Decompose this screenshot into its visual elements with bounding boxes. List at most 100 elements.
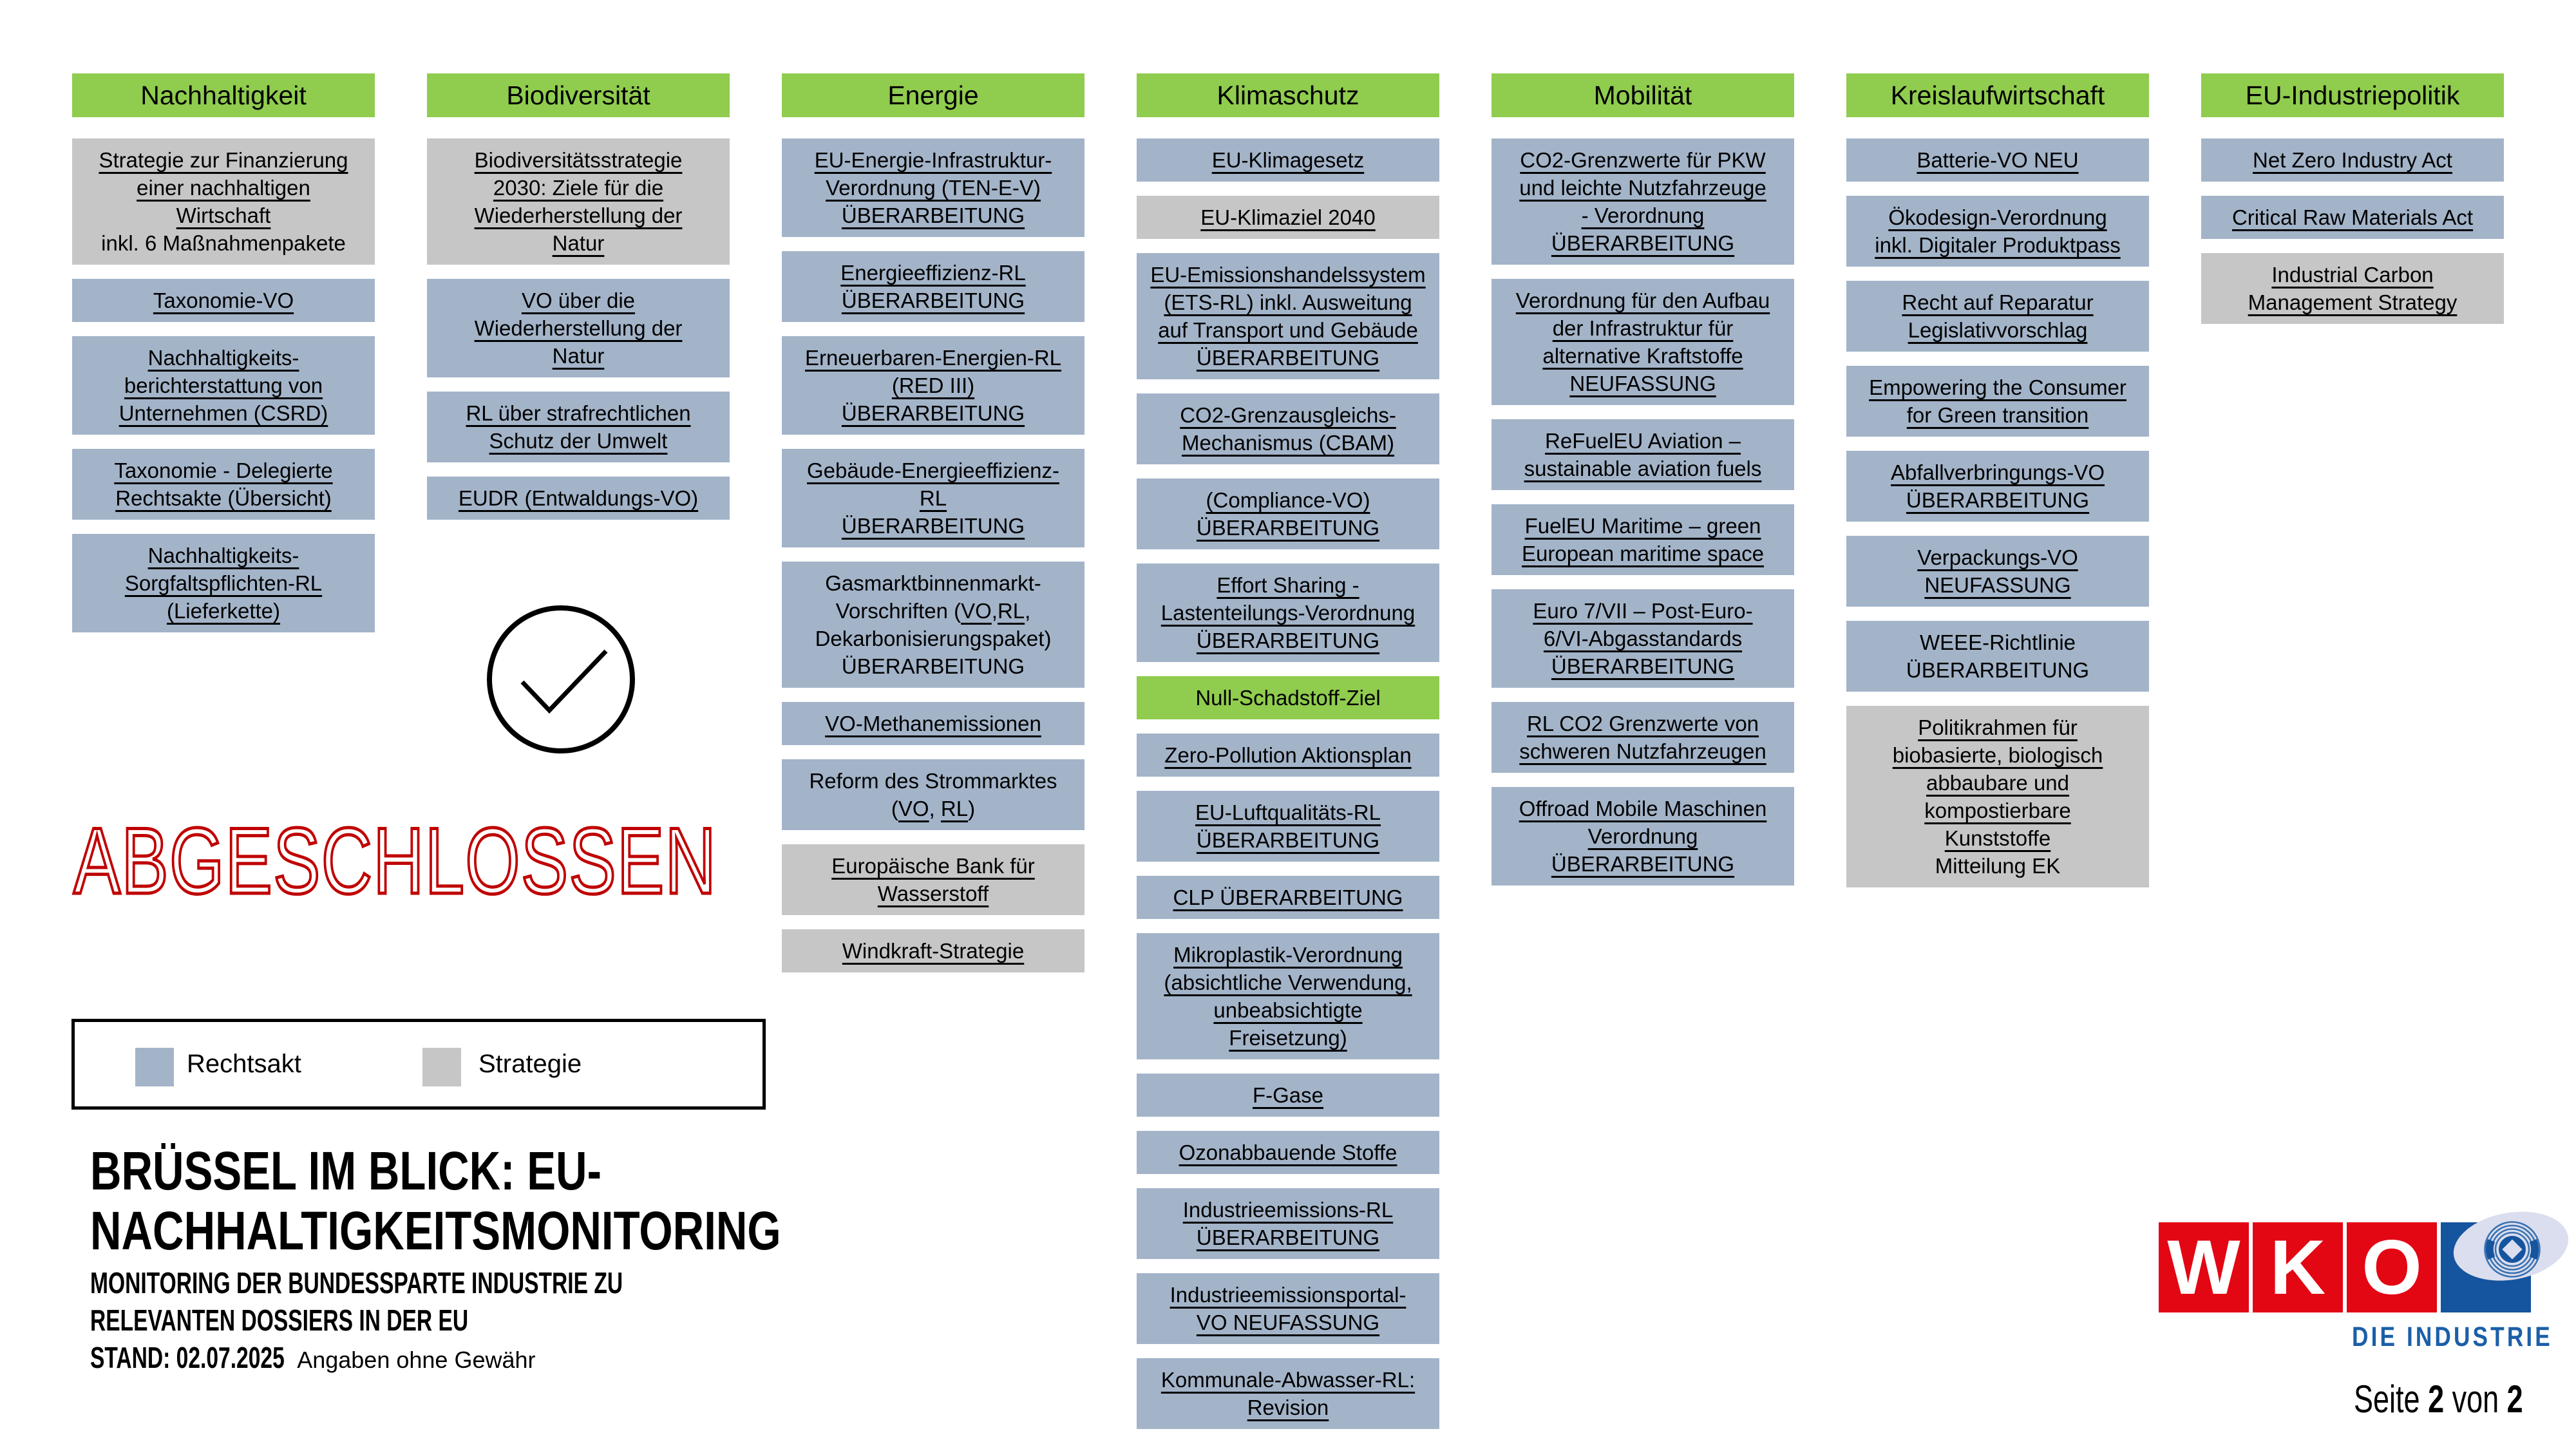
dossier-link-text[interactable]: Mikroplastik-Verordnung bbox=[1173, 943, 1403, 967]
dossier-link-text[interactable]: CLP ÜBERARBEITUNG bbox=[1173, 886, 1403, 909]
dossier-box[interactable]: Batterie-VO NEU bbox=[1846, 138, 2149, 182]
dossier-box[interactable]: CO2-Grenzausgleichs-Mechanismus (CBAM) bbox=[1137, 393, 1439, 464]
dossier-link-text[interactable]: EU-Luftqualitäts-RL bbox=[1195, 800, 1381, 824]
dossier-link-text[interactable]: alternative Kraftstoffe bbox=[1542, 344, 1743, 368]
dossier-link-text[interactable]: Zero-Pollution Aktionsplan bbox=[1164, 743, 1412, 767]
dossier-link-text[interactable]: Wirtschaft bbox=[176, 204, 271, 227]
dossier-link-text[interactable]: 2030: Ziele für die bbox=[493, 176, 664, 200]
dossier-link-text[interactable]: Politikrahmen für bbox=[1918, 715, 2078, 739]
dossier-link-text[interactable]: ÜBERARBEITUNG bbox=[1551, 654, 1735, 678]
dossier-link-text[interactable]: Ökodesign-Verordnung bbox=[1888, 205, 2107, 229]
dossier-link-text[interactable]: Management Strategy bbox=[2248, 290, 2458, 314]
dossier-link-text[interactable]: EU-Klimaziel 2040 bbox=[1200, 205, 1376, 229]
dossier-link-text[interactable]: NEUFASSUNG bbox=[1569, 372, 1716, 395]
dossier-link-text[interactable]: Biodiversitätsstrategie bbox=[474, 148, 683, 172]
dossier-box[interactable]: Gebäude-Energieeffizienz- RL ÜBERARBEITUNG bbox=[782, 449, 1084, 547]
dossier-link-text[interactable]: Europäische Bank für bbox=[831, 854, 1035, 878]
dossier-link-text[interactable]: NEUFASSUNG bbox=[1924, 573, 2071, 597]
dossier-link-text[interactable]: ÜBERARBEITUNG bbox=[1196, 828, 1380, 852]
dossier-link-text[interactable]: Sorgfaltspflichten-RL bbox=[124, 571, 323, 595]
dossier-link-text[interactable]: - Verordnung bbox=[1581, 204, 1705, 227]
dossier-link-text[interactable]: CO2-Grenzwerte für PKW bbox=[1520, 148, 1766, 172]
dossier-link-text[interactable]: Gebäude-Energieeffizienz- bbox=[807, 459, 1059, 482]
dossier-link-text[interactable]: sustainable aviation fuels bbox=[1524, 457, 1762, 480]
dossier-link-text[interactable]: Lastenteilungs-Verordnung bbox=[1160, 601, 1416, 625]
dossier-link-text[interactable]: Erneuerbaren-Energien-RL bbox=[804, 346, 1062, 370]
dossier-link-text[interactable]: Energieeffizienz-RL bbox=[840, 261, 1026, 285]
dossier-box[interactable]: Verordnung für den Aufbau der Infrastrukt… bbox=[1492, 279, 1794, 405]
dossier-link-text[interactable]: Wasserstoff bbox=[877, 882, 989, 905]
dossier-link-text[interactable]: Industrieemissions-RL bbox=[1182, 1198, 1394, 1222]
dossier-link-text[interactable]: VO bbox=[961, 599, 992, 623]
dossier-link-text[interactable]: Ozonabbauende Stoffe bbox=[1179, 1141, 1397, 1164]
dossier-link-text[interactable]: abbaubare und bbox=[1926, 771, 2070, 795]
dossier-box[interactable]: Ozonabbauende Stoffe bbox=[1137, 1131, 1439, 1174]
dossier-link-text[interactable]: einer nachhaltigen bbox=[137, 176, 310, 200]
dossier-link-text[interactable]: European maritime space bbox=[1521, 542, 1765, 565]
dossier-box[interactable]: Nachhaltigkeits-Sorgfaltspflichten-RL(Li… bbox=[72, 534, 375, 632]
dossier-box[interactable]: Gasmarktbinnenmarkt-Vorschriften (VO,RL,… bbox=[782, 562, 1084, 688]
dossier-link-text[interactable]: FuelEU Maritime – green bbox=[1524, 514, 1761, 538]
dossier-box[interactable]: EU-Klimagesetz bbox=[1137, 138, 1439, 182]
dossier-link-text[interactable]: Effort Sharing - bbox=[1217, 573, 1359, 597]
dossier-link-text[interactable]: RL über strafrechtlichen bbox=[466, 401, 691, 425]
dossier-link-text[interactable]: for Green transition bbox=[1906, 403, 2089, 427]
dossier-link-text[interactable]: biobasierte, biologisch bbox=[1892, 743, 2103, 767]
dossier-box[interactable]: Mikroplastik-Verordnung (absichtliche Ver… bbox=[1137, 933, 1439, 1059]
dossier-link-text[interactable]: (Compliance-VO) bbox=[1206, 488, 1370, 512]
dossier-link-text[interactable]: Empowering the Consumer bbox=[1869, 375, 2126, 399]
dossier-link-text[interactable]: (RED III) bbox=[891, 374, 975, 397]
dossier-box[interactable]: ReFuelEU Aviation –sustainable aviation … bbox=[1492, 419, 1794, 490]
dossier-link-text[interactable]: RL CO2 Grenzwerte von bbox=[1526, 712, 1759, 735]
dossier-link-text[interactable]: der Infrastruktur für bbox=[1552, 316, 1734, 340]
dossier-link-text[interactable]: Unternehmen (CSRD) bbox=[118, 401, 328, 425]
dossier-box[interactable]: EU-Emissionshandelssystem(ETS-RL) inkl. … bbox=[1137, 253, 1439, 379]
dossier-link-text[interactable]: Nachhaltigkeits- bbox=[147, 544, 299, 567]
dossier-link-text[interactable]: Net Zero Industry Act bbox=[2253, 148, 2452, 172]
dossier-link-text[interactable]: 6/VI-Abgasstandards bbox=[1543, 627, 1743, 650]
dossier-box[interactable]: EU-Luftqualitäts-RL ÜBERARBEITUNG bbox=[1137, 791, 1439, 862]
dossier-link-text[interactable]: VO NEUFASSUNG bbox=[1196, 1311, 1380, 1334]
dossier-link-text[interactable]: VO über die bbox=[521, 289, 636, 312]
dossier-link-text[interactable]: ÜBERARBEITUNG bbox=[841, 289, 1025, 312]
dossier-box[interactable]: F-Gase bbox=[1137, 1074, 1439, 1117]
dossier-link-text[interactable]: Verordnung (TEN-E-V) bbox=[826, 176, 1041, 200]
dossier-box[interactable]: Erneuerbaren-Energien-RL (RED III) ÜBERARB… bbox=[782, 336, 1084, 435]
dossier-link-text[interactable]: ÜBERARBEITUNG bbox=[841, 514, 1025, 538]
dossier-link-text[interactable]: Recht auf Reparatur bbox=[1902, 290, 2094, 314]
dossier-link-text[interactable]: unbeabsichtigte bbox=[1213, 998, 1363, 1022]
dossier-link-text[interactable]: ÜBERARBEITUNG bbox=[1196, 629, 1380, 652]
dossier-link-text[interactable]: Revision bbox=[1247, 1396, 1329, 1419]
dossier-link-text[interactable]: Taxonomie - Delegierte bbox=[114, 459, 333, 482]
dossier-link-text[interactable]: RL bbox=[940, 797, 969, 820]
dossier-link-text[interactable]: ÜBERARBEITUNG bbox=[841, 401, 1025, 425]
dossier-box[interactable]: EU-Klimaziel 2040 bbox=[1137, 196, 1439, 239]
dossier-link-text[interactable]: Batterie-VO NEU bbox=[1917, 148, 2079, 172]
dossier-link-text[interactable]: ÜBERARBEITUNG bbox=[841, 204, 1025, 227]
dossier-link-text[interactable]: (absichtliche Verwendung, bbox=[1164, 971, 1412, 994]
dossier-link-text[interactable]: ÜBERARBEITUNG bbox=[1196, 516, 1380, 540]
dossier-link-text[interactable]: berichterstattung von bbox=[124, 374, 323, 397]
dossier-link-text[interactable]: Taxonomie-VO bbox=[153, 289, 294, 312]
dossier-box[interactable]: Effort Sharing - Lastenteilungs-Verordnun… bbox=[1137, 564, 1439, 662]
dossier-link-text[interactable]: Strategie zur Finanzierung bbox=[99, 148, 348, 172]
dossier-link-text[interactable]: VO-Methanemissionen bbox=[825, 712, 1041, 735]
dossier-link-text[interactable]: Natur bbox=[552, 344, 605, 368]
dossier-box[interactable]: CLP ÜBERARBEITUNG bbox=[1137, 876, 1439, 919]
dossier-link-text[interactable]: Kommunale-Abwasser-RL: bbox=[1160, 1368, 1416, 1392]
dossier-box[interactable]: Strategie zur Finanzierung einer nachhalt… bbox=[72, 138, 375, 265]
dossier-link-text[interactable]: Verordnung für den Aufbau bbox=[1515, 289, 1770, 312]
dossier-box[interactable]: Kommunale-Abwasser-RL: Revision bbox=[1137, 1358, 1439, 1429]
dossier-link-text[interactable]: RL bbox=[919, 486, 947, 510]
